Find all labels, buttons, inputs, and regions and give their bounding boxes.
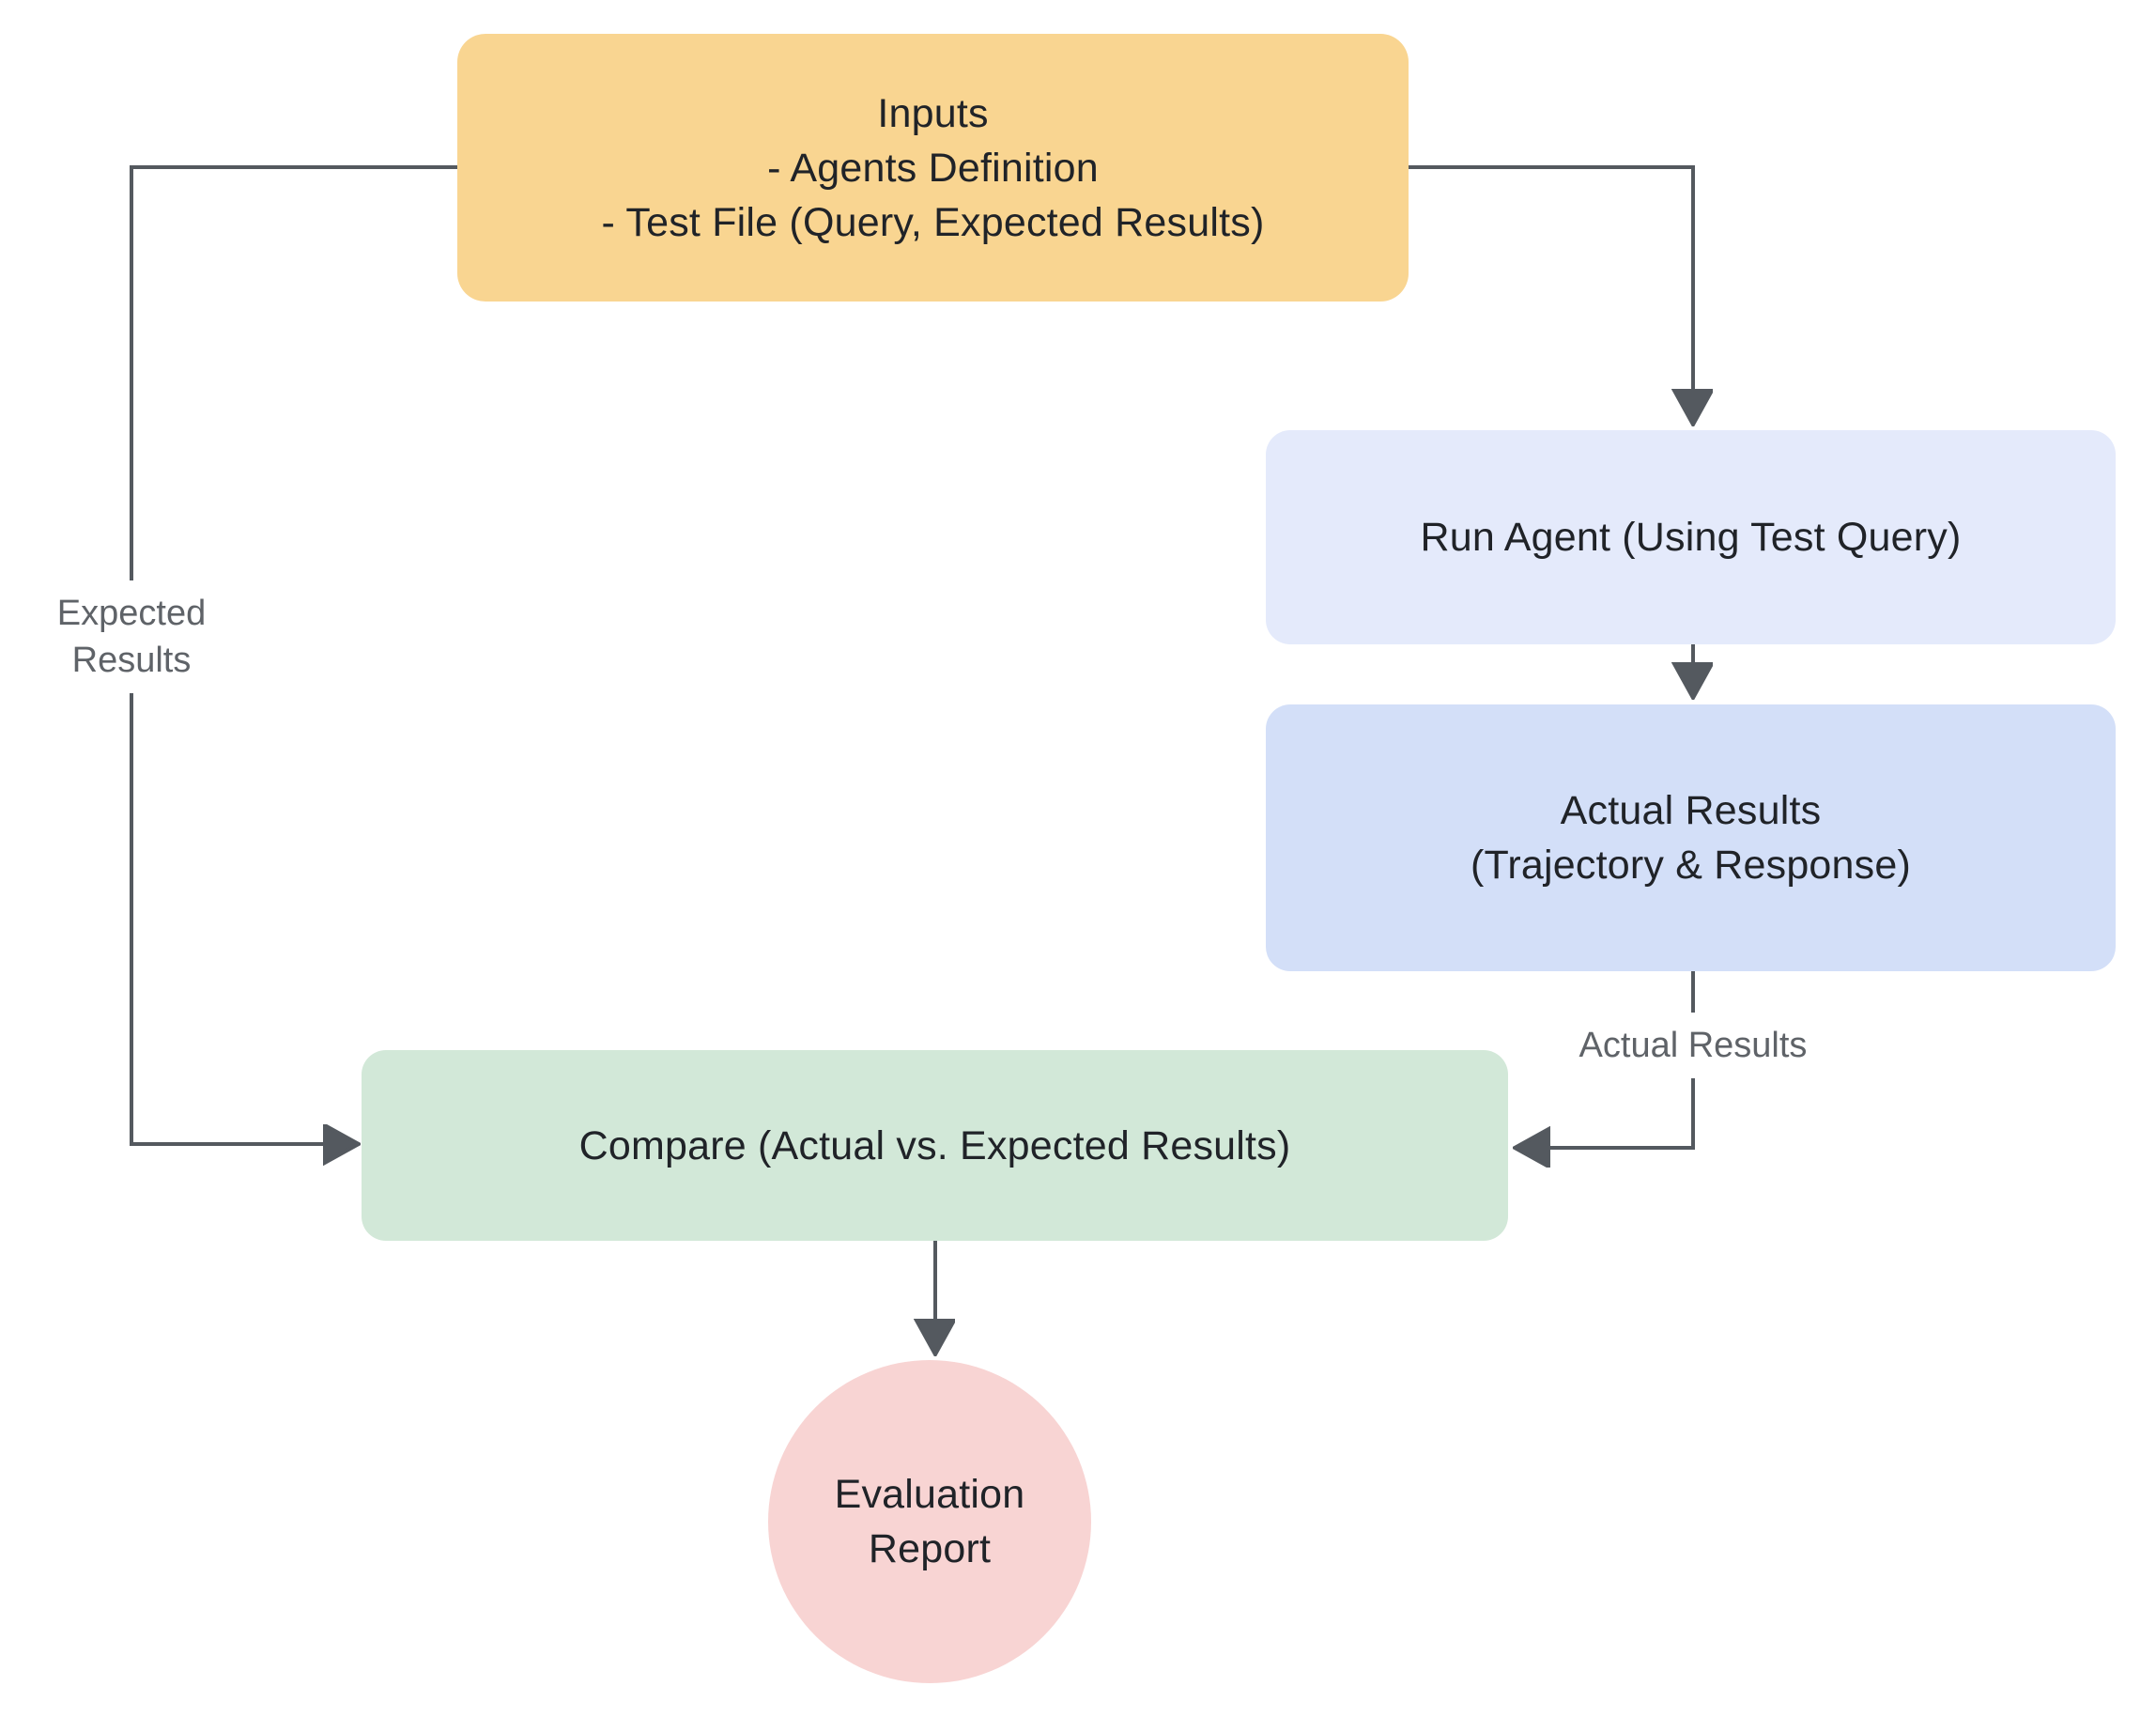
- node-run-agent: Run Agent (Using Test Query): [1266, 430, 2116, 644]
- node-actual-results-label-line1: Actual Results: [1560, 788, 1822, 833]
- edge-label-expected-results-line2: Results: [71, 641, 192, 680]
- edge-label-actual-results-text: Actual Results: [1578, 1026, 1808, 1065]
- node-inputs-item-test-file: - Test File (Query, Expected Results): [601, 199, 1265, 245]
- edge-label-expected-results-line1: Expected: [56, 594, 207, 633]
- node-actual-results: Actual Results (Trajectory & Response): [1266, 704, 2116, 971]
- edge-label-expected-results: Expected Results: [51, 580, 212, 693]
- node-evaluation-report: Evaluation Report: [768, 1360, 1091, 1683]
- node-actual-results-label-line2: (Trajectory & Response): [1471, 843, 1911, 888]
- node-evaluation-report-label-line1: Evaluation: [834, 1472, 1025, 1517]
- node-run-agent-label: Run Agent (Using Test Query): [1420, 515, 1962, 560]
- node-inputs-title: Inputs: [877, 90, 989, 136]
- node-evaluation-report-label-line2: Report: [868, 1526, 992, 1571]
- node-compare: Compare (Actual vs. Expected Results): [362, 1050, 1508, 1241]
- edge-inputs-to-run-agent: [1409, 165, 1693, 390]
- node-inputs: Inputs - Agents Definition - Test File (…: [457, 34, 1409, 302]
- node-inputs-item-agents-definition: - Agents Definition: [767, 145, 1099, 191]
- edge-label-actual-results: Actual Results: [1573, 1013, 1813, 1078]
- node-compare-label: Compare (Actual vs. Expected Results): [578, 1122, 1291, 1168]
